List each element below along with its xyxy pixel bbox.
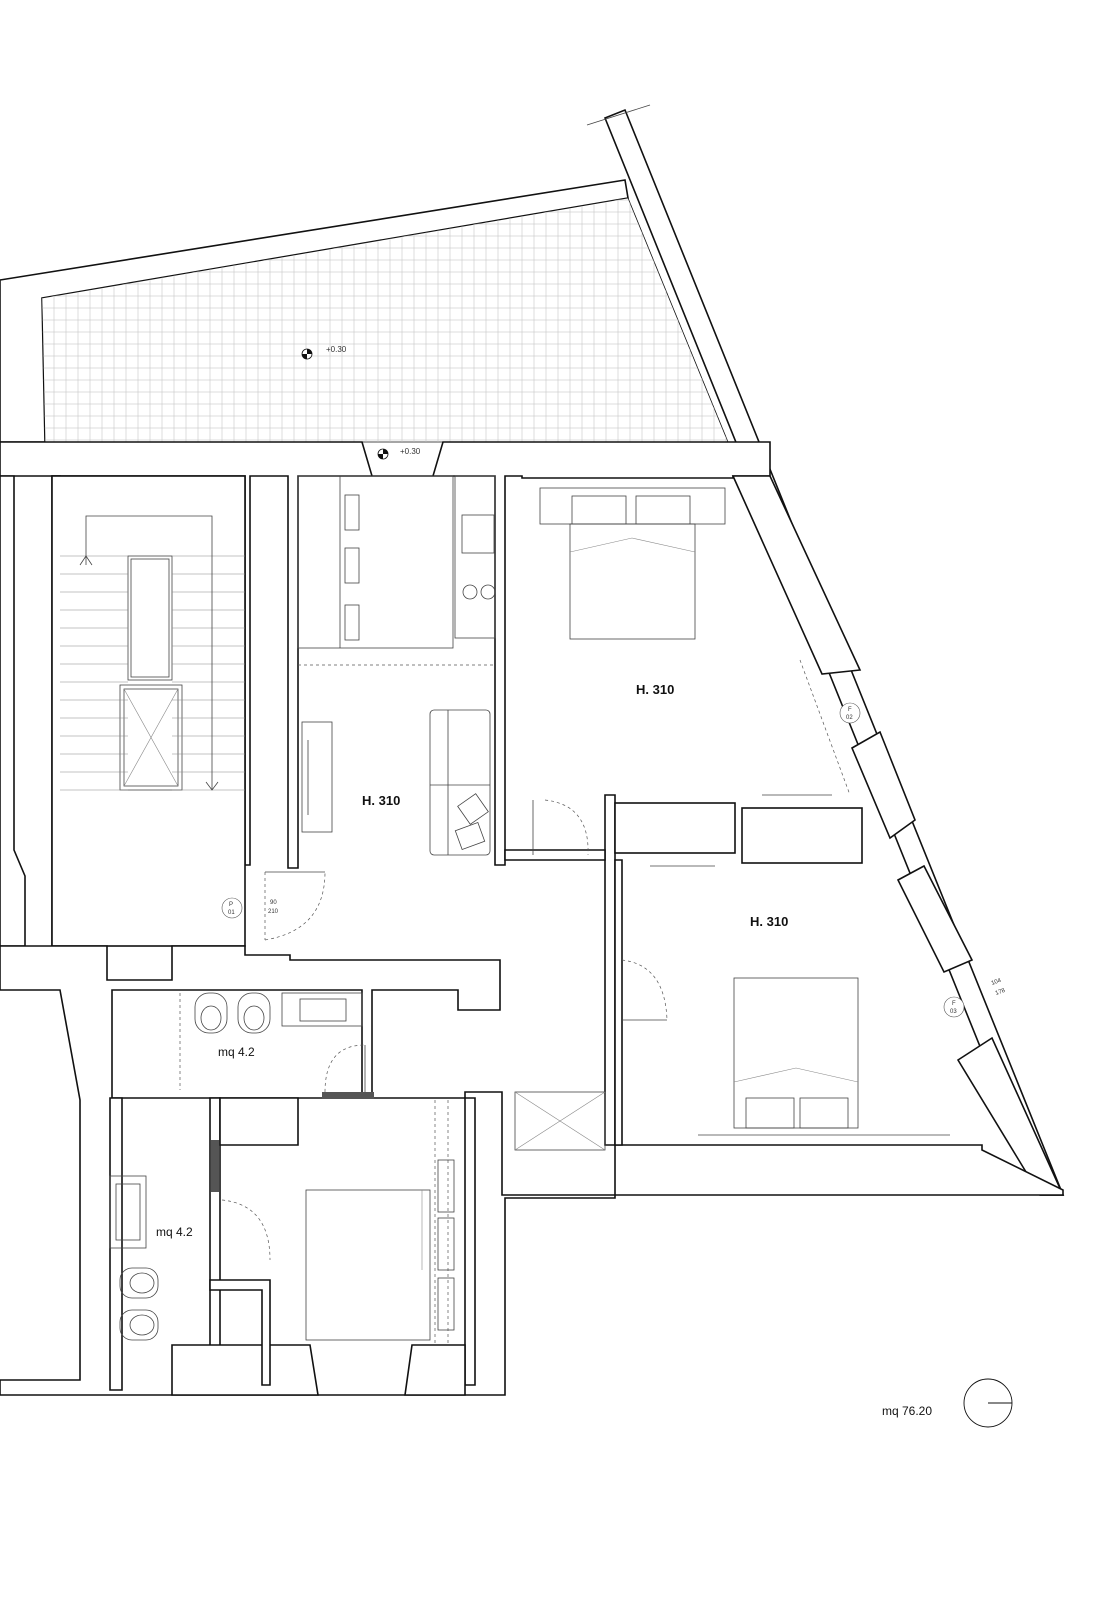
door-height: 210 <box>268 909 279 915</box>
bedroom-1-furniture <box>539 487 851 796</box>
window-height: 178 <box>995 988 1007 997</box>
bedroom-3-furniture <box>305 1091 606 1345</box>
terrace <box>0 179 729 443</box>
doors <box>221 799 668 1261</box>
window-tag-f02: F 02 <box>839 702 861 724</box>
bedroom-2-furniture <box>650 865 950 1136</box>
door-tag-p01: P 01 90 210 <box>221 897 279 919</box>
level-marker-icon <box>301 348 313 360</box>
window-width: 104 <box>991 978 1003 987</box>
door-width: 90 <box>270 900 277 906</box>
bathroom-2-area: mq 4.2 <box>156 1225 193 1239</box>
living-furniture <box>301 709 491 856</box>
svg-text:F: F <box>848 707 852 713</box>
svg-text:P: P <box>229 902 233 908</box>
staircase <box>60 515 245 791</box>
svg-text:02: 02 <box>846 715 853 721</box>
bathroom-1-fixtures <box>179 992 363 1090</box>
level-marker-icon <box>377 448 389 460</box>
bedroom-1-height: H. 310 <box>636 682 674 697</box>
svg-text:F: F <box>952 1001 956 1007</box>
bedroom-2-height: H. 310 <box>750 914 788 929</box>
svg-text:03: 03 <box>950 1009 957 1015</box>
north-arrow-icon <box>963 1378 1013 1428</box>
window-tag-f03: F 03 104 178 <box>943 978 1007 1018</box>
svg-text:01: 01 <box>228 910 235 916</box>
bathroom-1-area: mq 4.2 <box>218 1045 255 1059</box>
living-room-height: H. 310 <box>362 793 400 808</box>
entrance-level: +0.30 <box>400 447 421 456</box>
apartment-walls <box>0 441 1065 1396</box>
kitchen <box>297 475 496 666</box>
terrace-level: +0.30 <box>326 345 347 354</box>
bathroom-2-fixtures <box>109 1092 374 1341</box>
boundary-line <box>586 104 651 126</box>
total-area: mq 76.20 <box>882 1404 932 1418</box>
